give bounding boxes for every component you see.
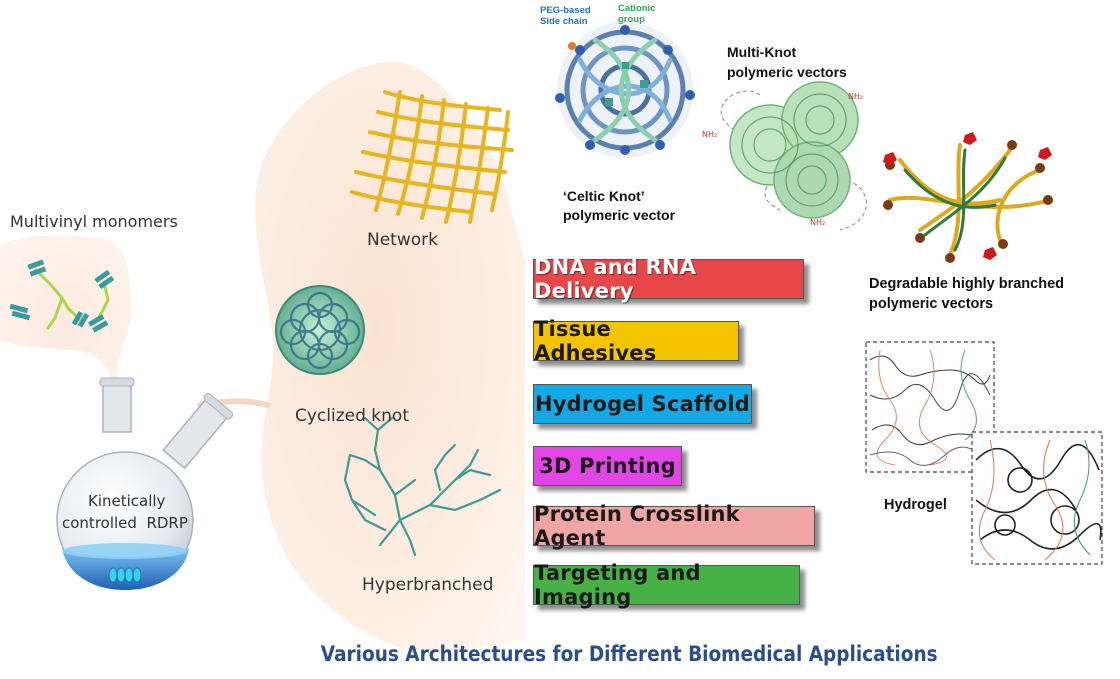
- application-hydrogel-scaffold: Hydrogel Scaffold: [533, 384, 752, 424]
- nh2-label-2: NH₂: [702, 130, 718, 139]
- celtic-knot-illustration: [555, 22, 695, 158]
- degradable-branched-illustration: [883, 132, 1053, 263]
- celtic-knot-label: ‘Celtic Knot’polymeric vector: [563, 188, 676, 223]
- application-dna-rna-delivery: DNA and RNA Delivery: [533, 255, 804, 303]
- network-label: Network: [367, 230, 438, 250]
- application-3d-printing: 3D Printing: [533, 446, 682, 486]
- hyperbranched-label: Hyperbranched: [362, 575, 494, 595]
- hydrogel-illustration: [865, 341, 1103, 565]
- monomers-label: Multivinyl monomers: [10, 212, 178, 231]
- network-illustration: [350, 90, 514, 224]
- cyclized-knot-label: Cyclized knot: [295, 406, 409, 426]
- application-targeting-imaging: Targeting and Imaging: [533, 561, 800, 609]
- nh2-label-3: NH₂: [810, 218, 826, 227]
- application-tissue-adhesives: Tissue Adhesives: [533, 317, 739, 365]
- flask-label-line1: Kinetically: [88, 492, 166, 510]
- flask-illustration: [56, 377, 234, 590]
- flask-label-line2: controlled RDRP: [62, 514, 188, 532]
- application-protein-crosslink-agent: Protein Crosslink Agent: [533, 502, 815, 550]
- hyperbranched-illustration: [343, 416, 502, 557]
- footer-title: Various Architectures for Different Biom…: [320, 642, 938, 666]
- monomer-molecules: [9, 259, 115, 333]
- hydrogel-label: Hydrogel: [884, 497, 947, 513]
- nh2-label-1: NH₂: [848, 92, 864, 101]
- multi-knot-illustration: [720, 81, 867, 231]
- cyclized-knot-illustration: [275, 285, 365, 375]
